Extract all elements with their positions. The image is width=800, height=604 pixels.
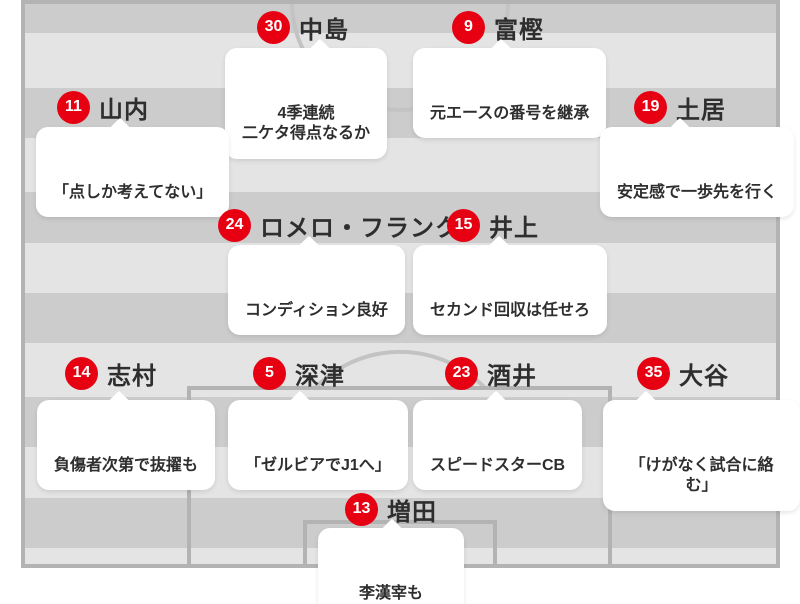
player-caption: 負傷者次第で抜擢も xyxy=(54,456,199,474)
player-number-badge: 13 xyxy=(345,492,378,526)
player: 13 増田 xyxy=(345,492,437,526)
player-caption-bubble: 「点しか考えてない」 xyxy=(36,117,230,218)
player-number-badge: 15 xyxy=(447,208,480,242)
player: 5 深津 xyxy=(253,356,345,390)
player-caption-bubble: 安定感で一歩先を行く xyxy=(600,117,795,218)
player-caption: 李漢宰も プロの鑑と賞賛 xyxy=(359,584,424,602)
player-number: 35 xyxy=(644,364,663,381)
player-number: 24 xyxy=(225,216,244,233)
player-number: 15 xyxy=(454,216,473,233)
player: 9 富樫 xyxy=(452,10,544,44)
player-caption-bubble: 4季連続 二ケタ得点なるか xyxy=(225,38,388,160)
player-number: 11 xyxy=(65,98,82,115)
player-number: 14 xyxy=(72,364,91,381)
player-caption: 4季連続 二ケタ得点なるか xyxy=(242,104,371,143)
player-name: 酒井 xyxy=(487,362,537,390)
player: 14 志村 xyxy=(65,356,157,390)
player-caption-bubble: 元エースの番号を継承 xyxy=(413,38,607,139)
player-caption: スピードスターCB xyxy=(430,456,566,474)
player-name: 志村 xyxy=(107,362,157,390)
player-name: 土居 xyxy=(676,96,726,124)
player-caption-bubble: 李漢宰も プロの鑑と賞賛 xyxy=(318,518,465,604)
player-number-badge: 23 xyxy=(445,356,478,390)
player-number: 5 xyxy=(265,364,274,381)
player-caption: 「点しか考えてない」 xyxy=(53,183,213,201)
pitch-stripe xyxy=(21,0,780,33)
player: 11 山内 xyxy=(57,90,149,124)
player-caption-bubble: 「ゼルビアでJ1へ」 xyxy=(228,390,408,491)
player-caption: 元エースの番号を継承 xyxy=(430,104,590,122)
player-caption: 「ゼルビアでJ1へ」 xyxy=(245,456,391,474)
player: 23 酒井 xyxy=(445,356,537,390)
player-number: 30 xyxy=(264,18,283,35)
player-caption-bubble: 負傷者次第で抜擢も xyxy=(37,390,216,491)
player-name: 中島 xyxy=(299,16,349,44)
player-number-badge: 24 xyxy=(218,208,251,242)
player-caption-bubble: 「けがなく試合に絡む」 xyxy=(603,390,800,512)
player-number: 9 xyxy=(464,18,473,35)
player-number-badge: 19 xyxy=(634,90,667,124)
player-caption: 「けがなく試合に絡む」 xyxy=(629,456,774,495)
player-name: ロメロ・フランク xyxy=(260,214,460,242)
player-number-badge: 14 xyxy=(65,356,98,390)
pitch-stripe xyxy=(21,33,780,88)
player-number: 19 xyxy=(641,98,660,115)
player: 30 中島 xyxy=(257,10,349,44)
player-caption: コンディション良好 xyxy=(245,301,388,319)
player-caption-bubble: セカンド回収は任せろ xyxy=(413,235,608,336)
player-name: 山内 xyxy=(99,96,149,124)
player-caption-bubble: スピードスターCB xyxy=(413,390,583,491)
player-number: 13 xyxy=(352,500,371,517)
player-number-badge: 30 xyxy=(257,10,290,44)
player-number-badge: 35 xyxy=(637,356,670,390)
player-name: 深津 xyxy=(295,362,345,390)
player-name: 大谷 xyxy=(679,362,729,390)
player-number-badge: 5 xyxy=(253,356,286,390)
player: 19 土居 xyxy=(634,90,726,124)
player: 15 井上 xyxy=(447,208,539,242)
player-number: 23 xyxy=(452,364,471,381)
player: 35 大谷 xyxy=(637,356,729,390)
player-caption: 安定感で一歩先を行く xyxy=(617,183,778,201)
player-number-badge: 11 xyxy=(57,90,90,124)
player: 24 ロメロ・フランク xyxy=(218,208,460,242)
player-number-badge: 9 xyxy=(452,10,485,44)
player-caption: セカンド回収は任せろ xyxy=(430,301,591,319)
player-caption-bubble: コンディション良好 xyxy=(228,235,405,336)
